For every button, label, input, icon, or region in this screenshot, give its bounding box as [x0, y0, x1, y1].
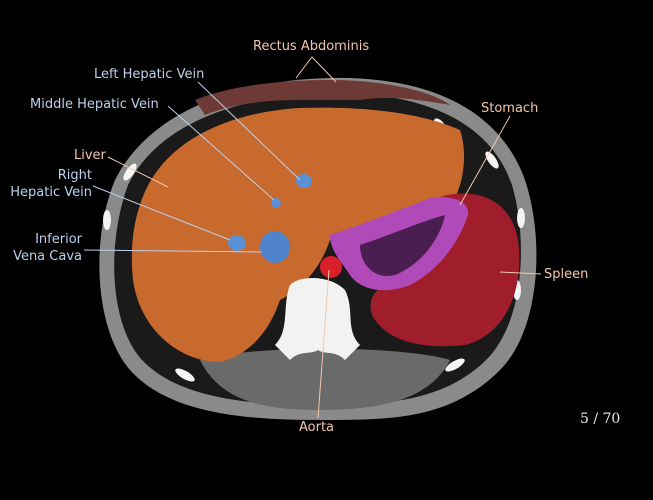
- aorta-region: [320, 256, 342, 278]
- left-hepatic-vein-region: [296, 174, 312, 188]
- label-line-2: Vena Cava: [13, 249, 82, 264]
- middle-hepatic-vein-region: [271, 198, 281, 208]
- liver-region: [131, 107, 465, 362]
- ivc-region: [260, 231, 290, 263]
- stomach-contents: [360, 215, 445, 276]
- label-middle-hepatic-vein: Middle Hepatic Vein: [30, 97, 159, 112]
- back-muscles: [200, 348, 450, 410]
- label-rectus-abdominis: Rectus Abdominis: [253, 39, 370, 54]
- spleen-region: [370, 193, 520, 347]
- label-line-1: Right: [57, 168, 92, 183]
- label-stomach: Stomach: [481, 101, 539, 116]
- label-liver: Liver: [74, 148, 106, 163]
- label-aorta: Aorta: [299, 420, 335, 435]
- label-left-hepatic-vein: Left Hepatic Vein: [94, 67, 205, 82]
- label-line-2: Hepatic Vein: [10, 185, 92, 200]
- label-line-1: Inferior: [35, 232, 82, 247]
- right-hepatic-vein-region: [228, 235, 246, 251]
- slice-counter: 5 / 70: [580, 411, 621, 427]
- leader-lines: [83, 56, 542, 419]
- rectus-abdominis-region: [195, 80, 450, 115]
- label-spleen: Spleen: [544, 267, 589, 282]
- vertebra: [275, 278, 360, 360]
